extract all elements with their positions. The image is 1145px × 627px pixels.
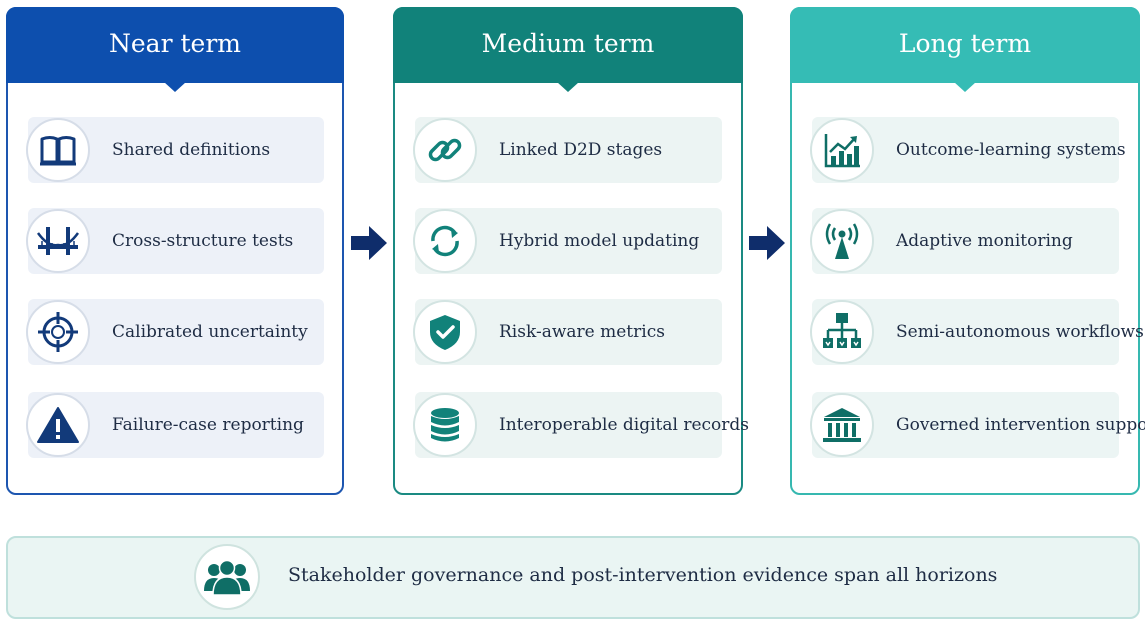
- shield-check-icon: [413, 300, 477, 364]
- item-label: Shared definitions: [112, 140, 271, 160]
- list-item: Linked D2D stages: [413, 117, 722, 183]
- growth-chart-icon: [810, 118, 874, 182]
- arrow-right-icon: [351, 226, 387, 264]
- people-group-icon: [194, 544, 260, 610]
- list-item: Failure-case reporting: [26, 392, 324, 458]
- item-label: Adaptive monitoring: [896, 231, 1073, 251]
- list-item: Interoperable digital records: [413, 392, 749, 458]
- footer-banner: Stakeholder governance and post-interven…: [6, 536, 1140, 619]
- list-item: Cross-structure tests: [26, 208, 324, 274]
- footer-text: Stakeholder governance and post-interven…: [288, 564, 998, 586]
- item-label: Outcome-learning systems: [896, 140, 1126, 160]
- book-icon: [26, 118, 90, 182]
- warning-icon: [26, 393, 90, 457]
- refresh-icon: [413, 209, 477, 273]
- medium-term-column: Medium term Linked D2D stages Hybrid mod…: [393, 7, 749, 495]
- item-label: Failure-case reporting: [112, 415, 304, 435]
- list-item: Hybrid model updating: [413, 208, 722, 274]
- column-title: Medium term: [393, 7, 743, 83]
- item-label: Calibrated uncertainty: [112, 322, 308, 342]
- item-label: Governed intervention support: [896, 415, 1145, 435]
- item-label: Cross-structure tests: [112, 231, 294, 251]
- list-item: Shared definitions: [26, 117, 324, 183]
- crosshair-icon: [26, 300, 90, 364]
- bridge-icon: [26, 209, 90, 273]
- institution-icon: [810, 393, 874, 457]
- long-term-column: Long term Outcome-learning systems: [790, 7, 1145, 495]
- chain-link-icon: [413, 118, 477, 182]
- item-label: Interoperable digital records: [499, 415, 750, 435]
- arrow-right-icon: [749, 226, 785, 264]
- item-label: Risk-aware metrics: [499, 322, 665, 342]
- near-term-column: Near term Shared definitions Cross-struc…: [6, 7, 344, 495]
- list-item: Outcome-learning systems: [810, 117, 1126, 183]
- item-label: Hybrid model updating: [499, 231, 700, 251]
- list-item: Semi-autonomous workflows: [810, 299, 1144, 365]
- list-item: Governed intervention support: [810, 392, 1145, 458]
- list-item: Risk-aware metrics: [413, 299, 722, 365]
- column-title: Long term: [790, 7, 1140, 83]
- database-icon: [413, 393, 477, 457]
- list-item: Adaptive monitoring: [810, 208, 1119, 274]
- antenna-icon: [810, 209, 874, 273]
- list-item: Calibrated uncertainty: [26, 299, 324, 365]
- item-label: Semi-autonomous workflows: [896, 322, 1144, 342]
- item-label: Linked D2D stages: [499, 140, 663, 160]
- column-title: Near term: [6, 7, 344, 83]
- workflow-icon: [810, 300, 874, 364]
